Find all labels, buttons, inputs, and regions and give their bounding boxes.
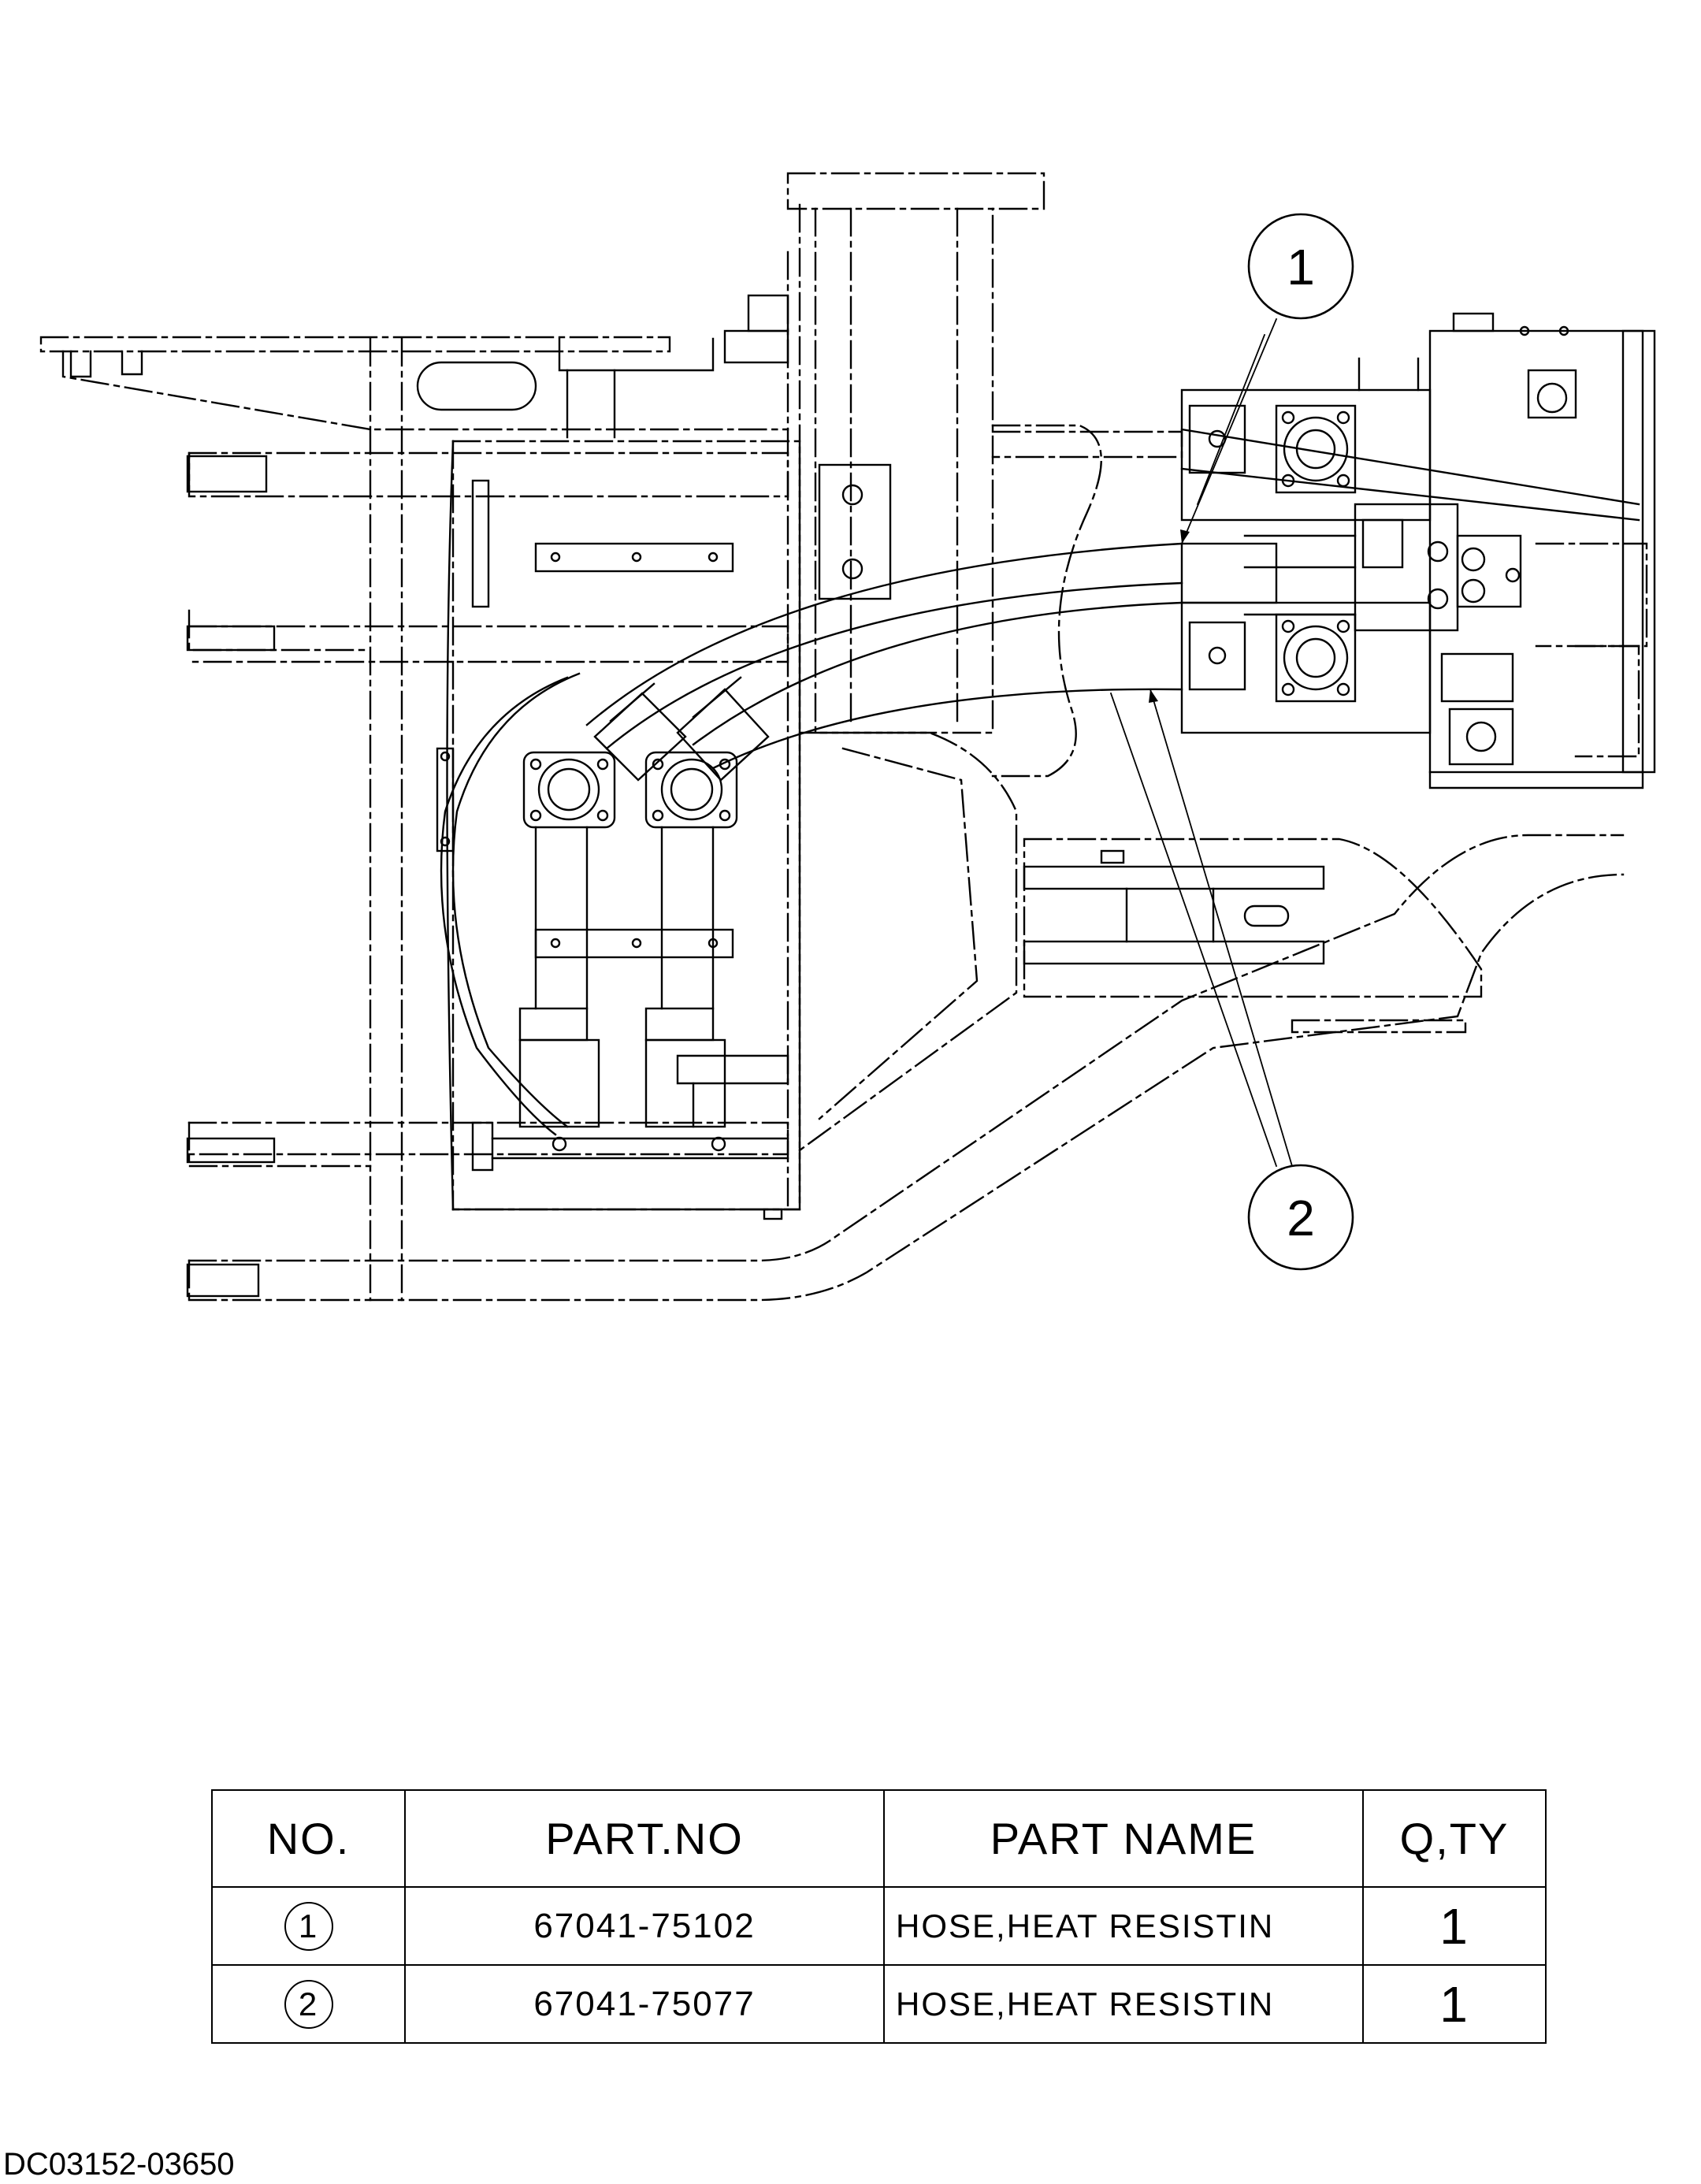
hose-2 <box>692 601 1183 770</box>
qty-cell: 1 <box>1362 1886 1547 1966</box>
header-no: NO. <box>211 1789 406 1888</box>
table-row: 1 67041-75102 HOSE,HEAT RESISTIN 1 <box>211 1886 1547 1966</box>
header-part-no: PART.NO <box>404 1789 885 1888</box>
callout-2 <box>1247 1164 1354 1271</box>
hose-flanges <box>522 751 738 1010</box>
part-name-cell: HOSE,HEAT RESISTIN <box>883 1964 1364 2044</box>
frame-phantom-lines <box>39 172 1648 1302</box>
document-code: DC03152-03650 <box>3 2147 235 2182</box>
table-header-row: NO. PART.NO PART NAME Q,TY <box>211 1789 1547 1888</box>
row-no-cell: 2 <box>211 1964 406 2044</box>
hose-1 <box>585 542 1183 750</box>
qty-cell: 1 <box>1362 1964 1547 2044</box>
row-number: 1 <box>284 1901 333 1951</box>
frame-solid-lines <box>69 294 1325 1298</box>
hose-end-fittings <box>593 676 770 782</box>
part-no-cell: 67041-75077 <box>404 1964 885 2044</box>
part-name-cell: HOSE,HEAT RESISTIN <box>883 1886 1364 1966</box>
header-qty: Q,TY <box>1362 1789 1547 1888</box>
callout-1 <box>1247 213 1354 320</box>
row-number: 2 <box>284 1979 333 2029</box>
row-no-cell: 1 <box>211 1886 406 1966</box>
callout-1-label: 1 <box>1287 239 1315 295</box>
callout-arrowheads <box>1149 529 1190 703</box>
parts-table: NO. PART.NO PART NAME Q,TY 1 67041-75102… <box>211 1789 1547 2044</box>
callout-2-label: 2 <box>1287 1190 1315 1246</box>
pump-assembly <box>1180 312 1656 789</box>
callout-leaders <box>1109 318 1294 1168</box>
header-part-name: PART NAME <box>883 1789 1364 1888</box>
table-row: 2 67041-75077 HOSE,HEAT RESISTIN 1 <box>211 1964 1547 2044</box>
part-no-cell: 67041-75102 <box>404 1886 885 1966</box>
